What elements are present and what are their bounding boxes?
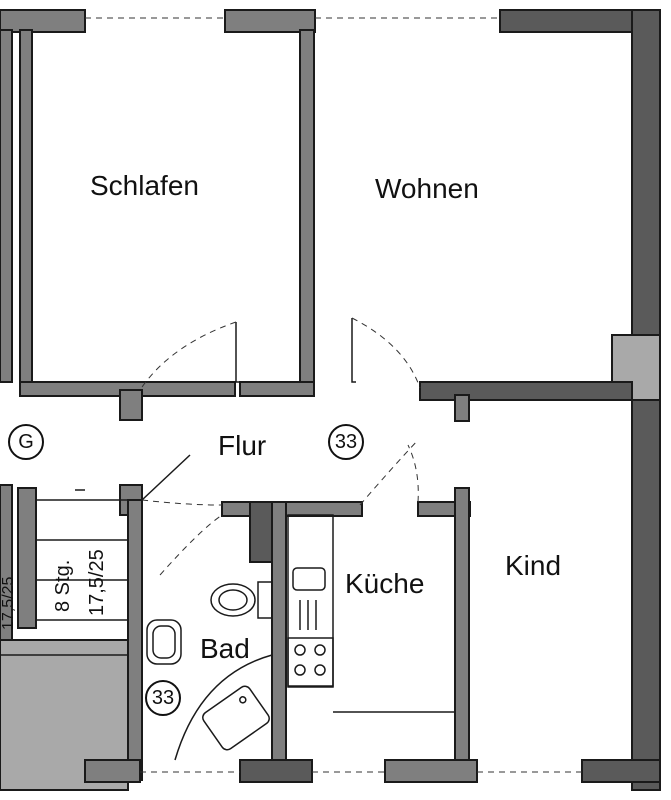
stove-burner-3 [294, 664, 306, 676]
toilet-seat [218, 589, 248, 611]
schlafen-left-wall [19, 29, 33, 383]
wohnen-door-arc [351, 317, 421, 389]
top-wall-middle [224, 9, 316, 33]
stair-dimension-cut: 17,5/25 [0, 576, 17, 630]
washbasin [146, 619, 182, 665]
room-label-kueche: Küche [345, 568, 425, 599]
washbasin-inner [152, 625, 176, 659]
schlafen-door-jamb [119, 389, 143, 421]
bathtub-edge [174, 654, 273, 761]
flat-number-marker: 33 [328, 424, 364, 460]
shower-drain [239, 696, 247, 704]
schlafen-wohnen-wall [299, 29, 315, 383]
shower-tray-group [202, 685, 270, 751]
bad-door-arc [159, 514, 223, 576]
left-wall-upper [0, 29, 13, 383]
bad-kueche-wall [271, 501, 287, 779]
schlafen-door-arc [139, 321, 237, 391]
bad-left-wall [127, 499, 143, 781]
kueche-kind-wall [454, 487, 470, 779]
stairwell-marker: G [8, 424, 44, 460]
room-label-schlafen: Schlafen [90, 170, 199, 201]
shower-tray [202, 685, 270, 751]
kueche-top-wall [221, 501, 363, 517]
room-label-kind: Kind [505, 550, 562, 581]
toilet-bowl [210, 583, 256, 617]
kind-door-jamb [454, 394, 470, 422]
stair-dimension: 17,5/25 [86, 549, 108, 616]
wohnen-bottom-wall [419, 381, 633, 401]
wohnen-door-leaf [351, 318, 356, 383]
kitchen-counter [287, 514, 334, 688]
bottom-wall-3 [384, 759, 478, 783]
schlafen-door-leaf [235, 322, 240, 383]
bottom-wall-1 [84, 759, 141, 783]
kind-door-arc [407, 444, 419, 503]
stair-step-count: 8 Stg. [52, 559, 74, 612]
top-wall-left [0, 9, 86, 33]
kitchen-sink [292, 567, 326, 591]
bath-flat-number-marker: 33 [145, 680, 181, 716]
flur-door-arc [141, 499, 223, 506]
flur-door-leaf [141, 454, 191, 501]
room-label-bad: Bad [200, 633, 250, 664]
room-label-wohnen: Wohnen [375, 173, 479, 204]
stove-burner-1 [294, 644, 306, 656]
schlafen-bottom-wall-right [239, 381, 315, 397]
kueche-door-arc [359, 439, 419, 506]
stair-core [17, 487, 37, 629]
bottom-wall-2 [239, 759, 313, 783]
stair-landing [0, 639, 129, 791]
stove-burner-2 [314, 644, 326, 656]
right-wall-pier [611, 334, 661, 401]
room-label-flur: Flur [218, 430, 267, 461]
stove [287, 637, 334, 687]
stove-burner-4 [314, 664, 326, 676]
bottom-wall-4 [581, 759, 661, 783]
toilet-cistern [257, 581, 273, 619]
